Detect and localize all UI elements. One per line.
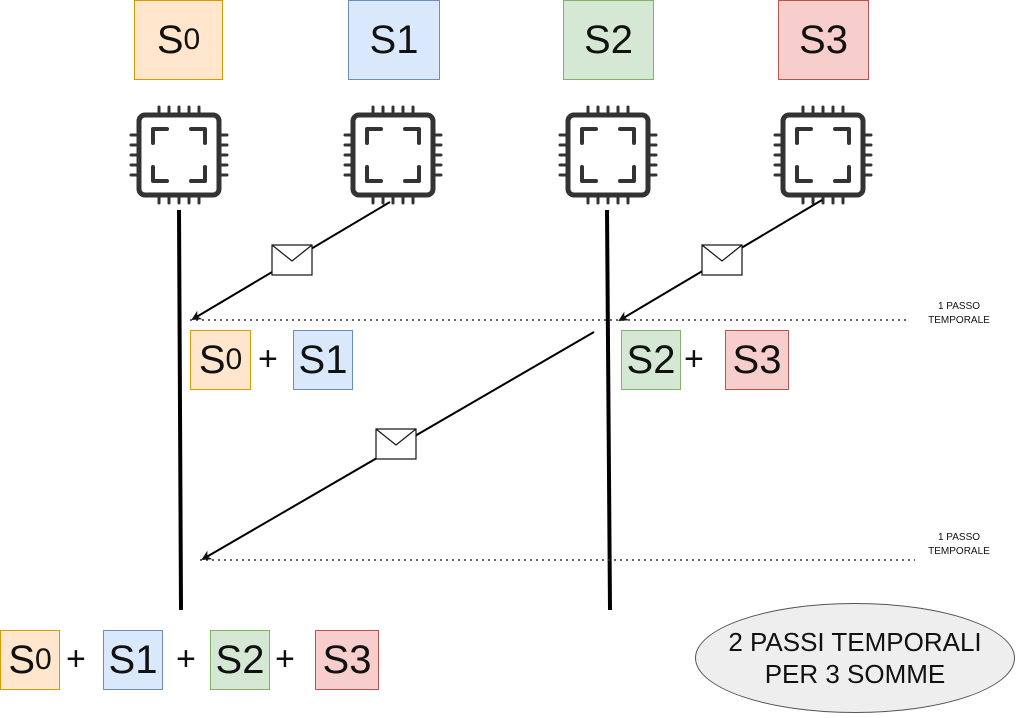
final-s3-label: S3 [322, 638, 372, 682]
node-s0-label: S [156, 18, 184, 62]
final-s1: S1 [103, 630, 163, 690]
step1-right-s2: S2 [621, 330, 681, 390]
timeline-s2 [605, 209, 612, 611]
summary-ellipse: 2 PASSI TEMPORALI PER 3 SOMME [695, 603, 1015, 713]
node-s1-label: S1 [369, 18, 419, 62]
final-s1-label: S1 [108, 638, 158, 682]
final-s2-label: S2 [215, 638, 265, 682]
node-s2: S2 [563, 0, 654, 80]
step1-left-s0-label: S [198, 338, 226, 382]
envelope-icon-2 [701, 244, 743, 276]
time-step-label-2-line1: 1 PASSO [937, 532, 981, 543]
time-step-label-2-line2: TEMPORALE [928, 546, 990, 557]
final-s3: S3 [315, 630, 379, 690]
step1-right-s3-label: S3 [732, 338, 782, 382]
envelope-icon-1 [271, 244, 313, 276]
node-s3: S3 [778, 0, 869, 80]
timeline-s0 [177, 209, 183, 611]
node-s2-label: S2 [584, 18, 633, 62]
step1-left-s1: S1 [293, 330, 353, 390]
time-step-label-2: 1 PASSO TEMPORALE [914, 531, 1004, 559]
final-s0-label: S [8, 638, 35, 682]
cpu-chip-icon-0 [131, 107, 227, 203]
step1-right-s3: S3 [725, 330, 789, 390]
final-plus-2: + [176, 640, 196, 678]
node-s1: S1 [348, 0, 440, 80]
time-step-label-1: 1 PASSO TEMPORALE [914, 300, 1004, 328]
final-plus-1: + [66, 640, 86, 678]
final-s2: S2 [210, 630, 270, 690]
step1-right-plus: + [684, 340, 704, 378]
node-s3-label: S3 [799, 18, 848, 62]
cpu-chip-icon-2 [560, 107, 656, 203]
summary-line2: PER 3 SOMME [764, 659, 946, 689]
step1-left-plus: + [258, 340, 278, 378]
time-step-label-1-line2: TEMPORALE [928, 315, 990, 326]
final-plus-3: + [275, 640, 295, 678]
step1-left-s1-label: S1 [298, 338, 348, 382]
envelope-icon-3 [375, 428, 417, 460]
cpu-chip-icon-3 [775, 107, 871, 203]
cpu-chip-icon-1 [345, 107, 441, 203]
summary-line1: 2 PASSI TEMPORALI [728, 627, 982, 657]
time-step-label-1-line1: 1 PASSO [937, 301, 981, 312]
step1-right-s2-label: S2 [626, 338, 676, 382]
